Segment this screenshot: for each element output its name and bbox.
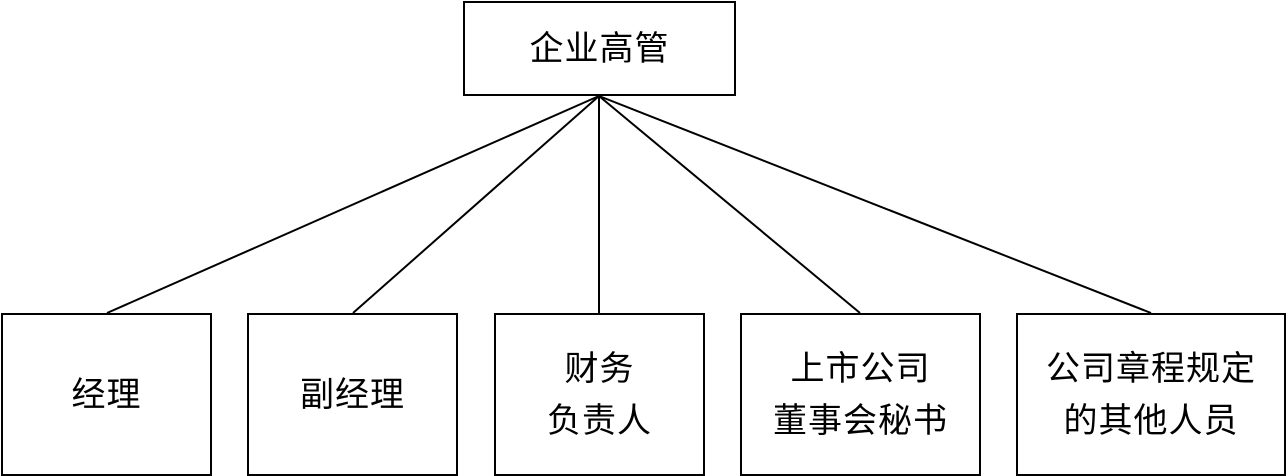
connector-line-manager (106, 95, 600, 314)
child-node-other-personnel: 公司章程规定 的其他人员 (1016, 313, 1286, 476)
child-node-label: 财务 负责人 (547, 348, 652, 441)
child-node-finance-head: 财务 负责人 (494, 313, 705, 476)
child-node-label: 公司章程规定 的其他人员 (1046, 348, 1256, 441)
root-node-label: 企业高管 (529, 28, 670, 69)
child-node-board-secretary: 上市公司 董事会秘书 (740, 313, 981, 476)
child-node-label: 副经理 (300, 374, 405, 415)
child-node-manager: 经理 (1, 313, 212, 476)
root-node-executives: 企业高管 (463, 1, 736, 96)
child-node-label: 经理 (71, 374, 142, 415)
child-node-label: 上市公司 董事会秘书 (773, 348, 948, 441)
child-node-deputy-manager: 副经理 (247, 313, 458, 476)
connector-line-board-secretary (598, 95, 861, 314)
connector-line-deputy-manager (352, 95, 600, 314)
connector-line-other-personnel (598, 95, 1152, 314)
